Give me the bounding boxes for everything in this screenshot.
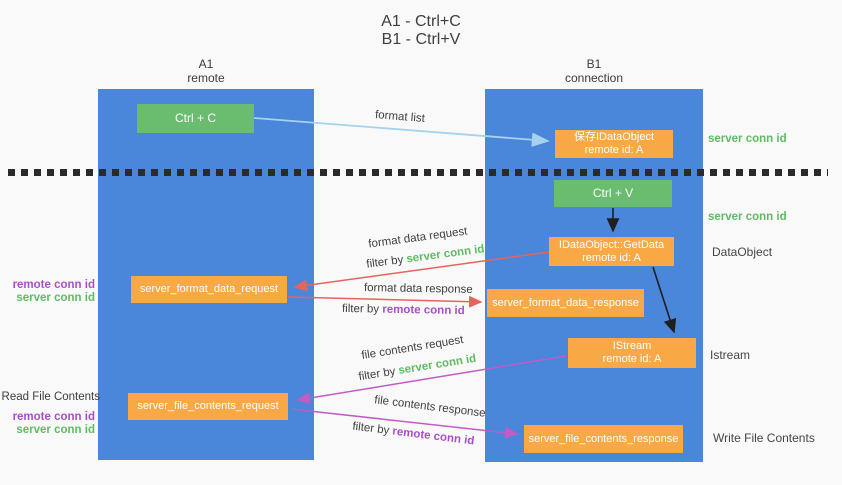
annotation-write-file-contents: Write File Contents [713, 431, 815, 445]
annotation-server-conn-id-top-left: server conn id [16, 291, 95, 304]
annotation-remote-conn-id-top: remote conn id [12, 279, 95, 291]
annotation-server-conn-id-top: server conn id [708, 133, 787, 145]
annotation-istream: Istream [710, 348, 751, 362]
node-ctrl-v: Ctrl + V [554, 180, 672, 207]
lane-a1-name: A1 [198, 57, 214, 71]
annotation-server-conn-id-mid: server conn id [708, 211, 787, 223]
node-save-idataobject: 保存IDataObject remote id: A [555, 130, 673, 158]
node-idataobject-getdata: IDataObject::GetData remote id: A [549, 237, 674, 266]
filter-by-text: filter by [357, 365, 400, 384]
label-file-contents-response: file contents response [373, 394, 487, 420]
remote-conn-id-text: remote conn id [391, 425, 475, 448]
file-response-label: server_file_contents_response [528, 432, 679, 445]
lane-a1-subtitle: remote [187, 71, 225, 85]
annotation-remote-conn-id-bottom: remote conn id [12, 411, 95, 423]
machine-boundary-dotted-line [8, 169, 828, 176]
arrow-format-data-response [287, 295, 483, 308]
node-server-format-data-request: server_format_data_request [131, 276, 287, 303]
title-line-ctrl-v: B1 - Ctrl+V [381, 31, 461, 48]
lane-b1-subtitle: connection [564, 71, 624, 85]
remote-conn-id-text: remote conn id [382, 303, 465, 318]
save-idataobject-line1: 保存IDataObject [573, 131, 655, 143]
filter-by-text: filter by [365, 253, 408, 271]
node-server-file-contents-request: server_file_contents_request [128, 393, 288, 420]
lane-b1-name: B1 [586, 57, 602, 71]
format-response-label: server_format_data_response [492, 296, 639, 309]
istream-line1: IStream [612, 340, 652, 352]
server-conn-id-text: server conn id [405, 243, 486, 266]
node-istream: IStream remote id: A [568, 338, 696, 368]
annotation-conn-ids-bottom: remote conn id server conn id [0, 411, 95, 436]
node-server-file-contents-response: server_file_contents_response [524, 425, 683, 453]
label-format-data-response: format data response [363, 282, 473, 296]
title-line-ctrl-c: A1 - Ctrl+C [381, 13, 461, 30]
lane-header-b1: B1 connection [485, 57, 703, 85]
node-ctrl-c: Ctrl + C [137, 104, 254, 133]
format-request-label: server_format_data_request [139, 283, 279, 295]
file-request-label: server_file_contents_request [137, 400, 279, 412]
diagram-title: A1 - Ctrl+C B1 - Ctrl+V [0, 13, 842, 49]
annotation-conn-ids-top: remote conn id server conn id [0, 279, 95, 304]
annotation-read-file-contents: Read File Contents [1, 391, 100, 403]
ctrl-v-label: Ctrl + V [592, 186, 634, 200]
getdata-line1: IDataObject::GetData [558, 238, 665, 251]
filter-by-text: filter by [341, 302, 383, 316]
annotation-dataobject: DataObject [712, 245, 773, 259]
ctrl-c-label: Ctrl + C [174, 111, 216, 125]
getdata-line2: remote id: A [582, 251, 641, 264]
label-filter-by-remote-conn-id-1: filter by remote conn id [342, 303, 465, 317]
save-idataobject-line2: remote id: A [584, 144, 644, 156]
filter-by-text: filter by [351, 420, 394, 438]
lane-header-a1: A1 remote [98, 57, 314, 85]
annotation-server-conn-id-bottom: server conn id [16, 423, 95, 436]
label-filter-by-remote-conn-id-2: filter by remote conn id [352, 421, 475, 448]
label-format-list: format list [374, 109, 426, 125]
istream-line2: remote id: A [602, 353, 662, 365]
server-conn-id-text: server conn id [397, 352, 478, 377]
node-server-format-data-response: server_format_data_response [487, 289, 644, 317]
